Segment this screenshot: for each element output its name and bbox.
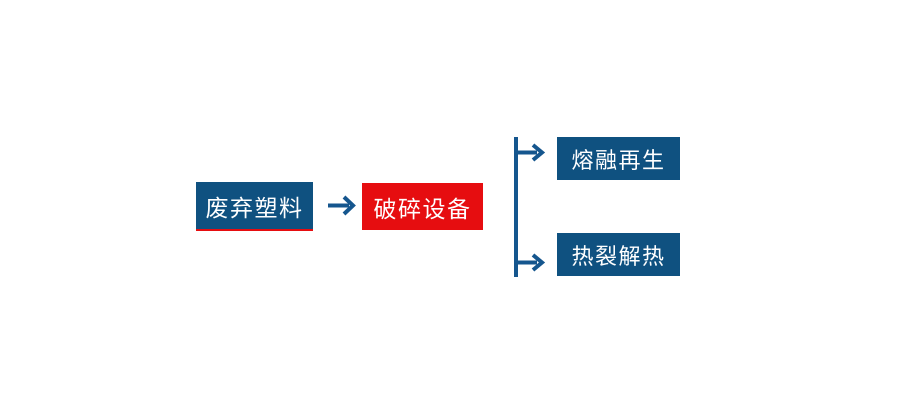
node-waste-plastic: 废弃塑料 xyxy=(196,182,313,231)
node-melt-regeneration-label: 熔融再生 xyxy=(571,147,666,173)
node-crushing-equipment-label: 破碎设备 xyxy=(373,195,472,222)
node-melt-regeneration: 熔融再生 xyxy=(557,137,680,180)
node-pyrolysis-heat-label: 热裂解热 xyxy=(571,243,666,269)
branch-arrow-bottom-icon xyxy=(516,253,546,272)
node-pyrolysis-heat: 热裂解热 xyxy=(557,233,680,276)
branch-arrow-top-icon xyxy=(516,143,546,162)
main-arrow-right-icon xyxy=(328,195,356,216)
node-crushing-equipment: 破碎设备 xyxy=(362,183,483,230)
node-waste-plastic-label: 废弃塑料 xyxy=(205,194,304,221)
